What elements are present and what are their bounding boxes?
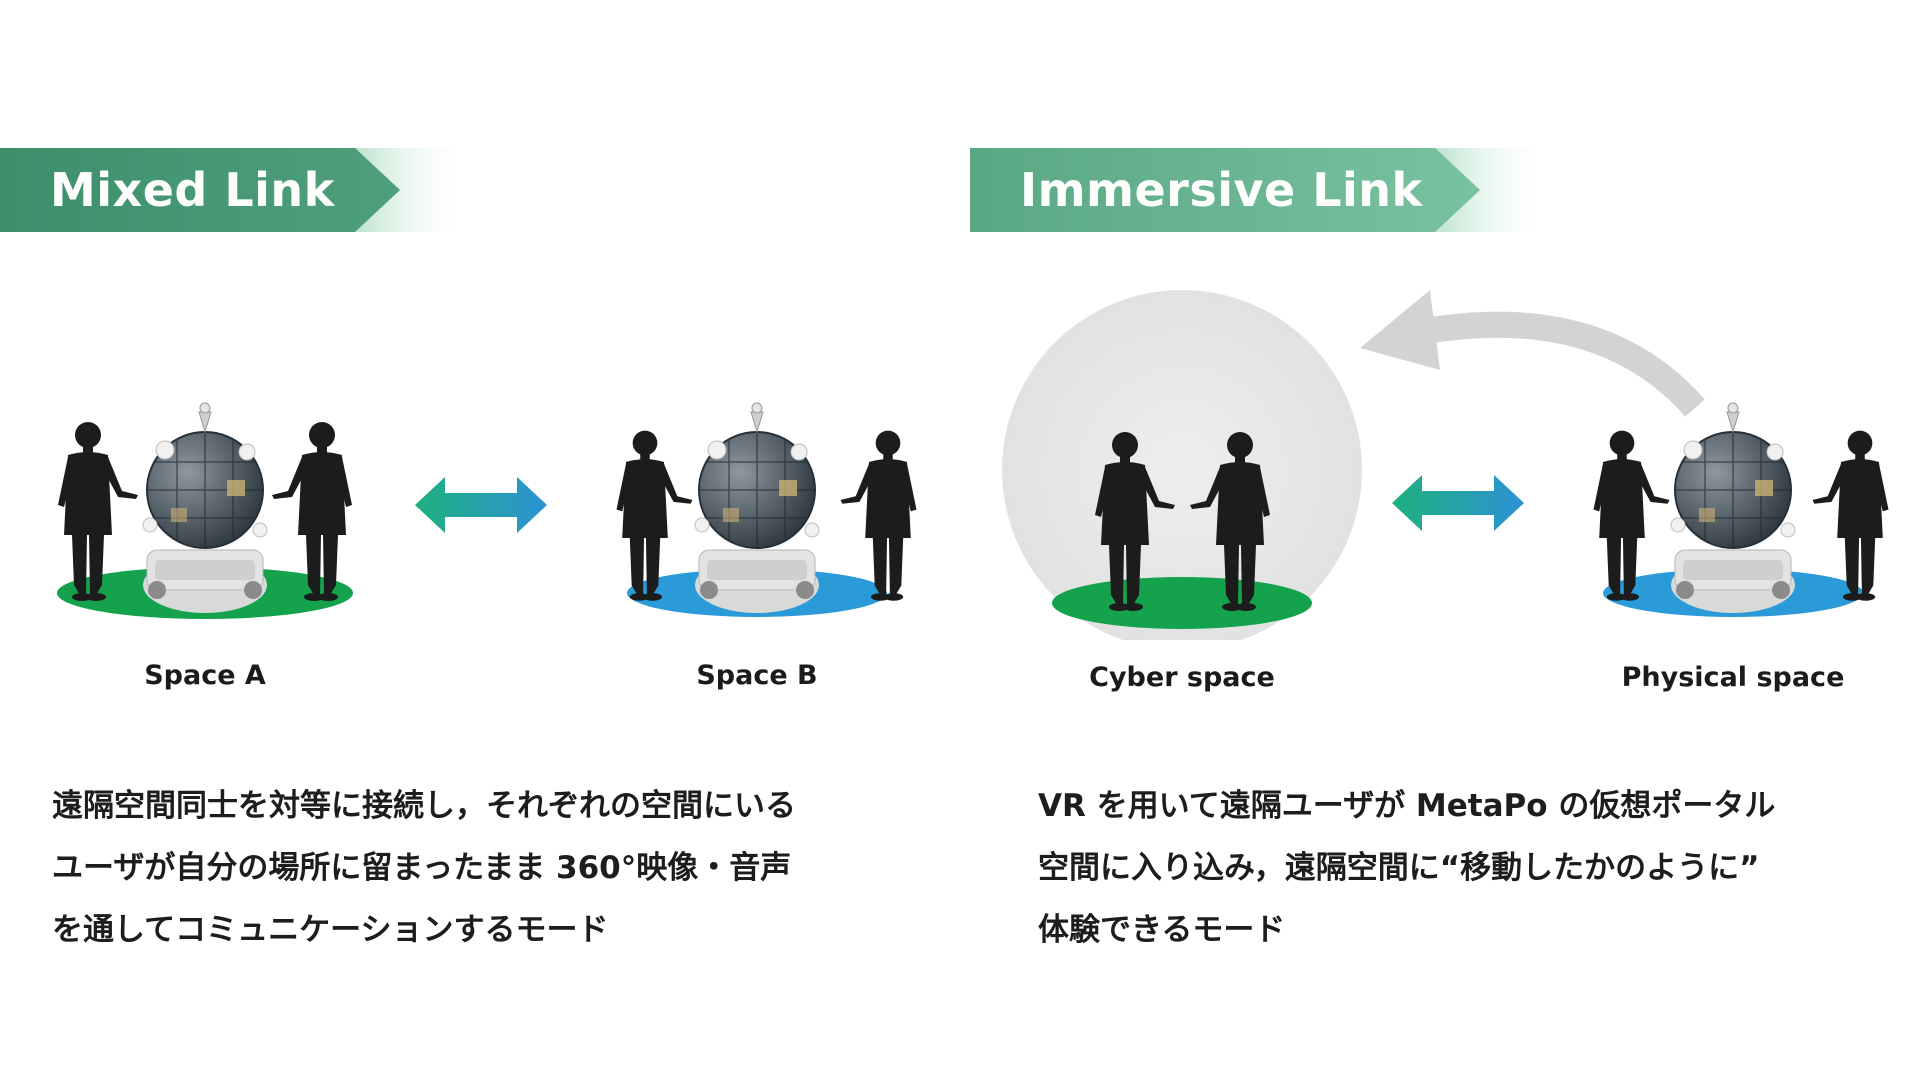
metapo-robot-icon <box>694 402 820 614</box>
immersive-link-illustration <box>1002 290 1889 640</box>
description-line: 遠隔空間同士を対等に接続し，それぞれの空間にいる <box>52 788 796 824</box>
space-b-label: Space B <box>696 660 818 691</box>
double-arrow-icon <box>415 477 547 533</box>
physical-space-group <box>1593 402 1889 617</box>
banner-arrow-shape <box>0 148 470 232</box>
banner-title: Mixed Link <box>50 163 335 217</box>
physical-space-label: Physical space <box>1621 662 1845 693</box>
description-line: ユーザが自分の場所に留まったまま 360°映像・音声 <box>52 850 792 886</box>
person-silhouette-icon <box>1812 430 1889 601</box>
description-line: VR を用いて遠隔ユーザが MetaPo の仮想ポータル <box>1038 788 1776 824</box>
cyber-space-group <box>1002 290 1362 640</box>
space-b-group <box>616 402 917 617</box>
cyber-space-label: Cyber space <box>1089 662 1275 693</box>
description-line: 体験できるモード <box>1038 912 1286 948</box>
metapo-robot-icon <box>1670 402 1796 614</box>
mixed-link-banner: Mixed Link <box>0 148 470 232</box>
space-a-group <box>57 402 353 619</box>
space-a-label: Space A <box>144 660 266 691</box>
mixed-link-illustration <box>57 402 917 619</box>
person-silhouette-icon <box>840 430 917 601</box>
mixed-link-description: 遠隔空間同士を対等に接続し，それぞれの空間にいる ユーザが自分の場所に留まったま… <box>52 775 796 961</box>
description-line: 空間に入り込み，遠隔空間に“移動したかのように” <box>1038 850 1760 886</box>
banner-title: Immersive Link <box>1020 163 1423 217</box>
immersive-link-description: VR を用いて遠隔ユーザが MetaPo の仮想ポータル 空間に入り込み，遠隔空… <box>1038 775 1775 961</box>
double-arrow-icon <box>1392 475 1524 531</box>
cyber-space-bubble <box>1002 290 1362 640</box>
metapo-robot-icon <box>142 402 268 614</box>
description-line: を通してコミュニケーションするモード <box>52 912 609 948</box>
curved-arrow-icon <box>1360 290 1705 417</box>
immersive-link-banner: Immersive Link <box>970 148 1550 232</box>
banner-arrow-shape <box>970 148 1550 232</box>
platform-green <box>1052 577 1312 629</box>
